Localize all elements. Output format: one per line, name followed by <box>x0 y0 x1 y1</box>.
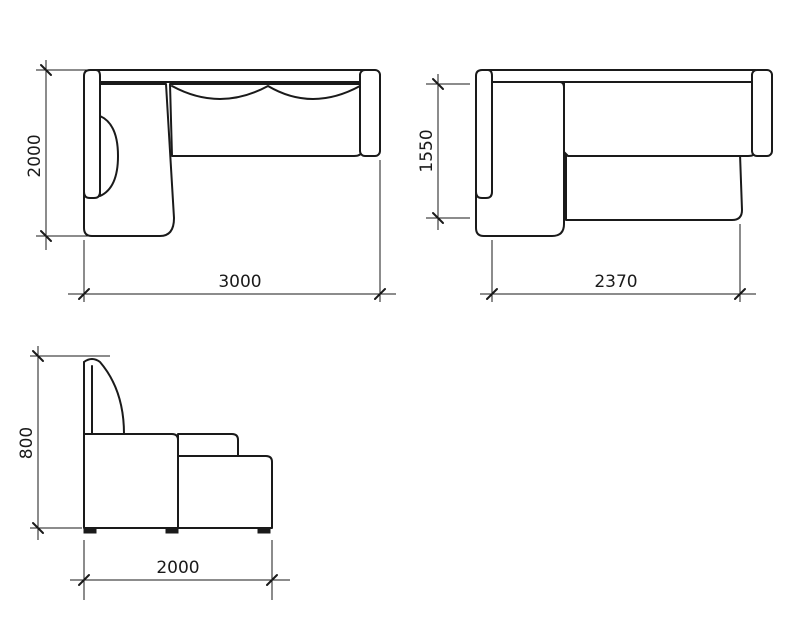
dimension-depth-side-2000: 2000 <box>70 540 290 600</box>
top-view-folded: 1550 2370 <box>417 69 773 302</box>
back-cushion-profile <box>83 358 125 435</box>
left-armrest <box>83 69 101 199</box>
main-seat-2 <box>563 81 757 157</box>
back-cushions <box>171 85 361 100</box>
back-rail-2 <box>483 69 757 83</box>
height-label: 800 <box>17 427 37 459</box>
top-view-unfolded: 2000 3000 <box>25 60 396 302</box>
dimension-width-2370: 2370 <box>480 224 756 302</box>
dimension-depth-1550: 1550 <box>417 74 470 230</box>
depth-label: 2000 <box>25 134 45 177</box>
foot-3 <box>257 527 271 534</box>
back-rail <box>91 69 373 83</box>
depth-label-2: 1550 <box>417 129 437 172</box>
left-armrest-2 <box>475 69 493 199</box>
dimension-height-800: 800 <box>17 346 110 540</box>
right-armrest <box>359 69 381 157</box>
seat-cushion-side <box>177 433 239 457</box>
dimension-depth-2000: 2000 <box>25 60 96 250</box>
width-label: 3000 <box>218 272 261 292</box>
width-label-2: 2370 <box>594 272 637 292</box>
side-view: 800 2000 <box>17 346 290 600</box>
dimension-width-3000: 3000 <box>68 160 396 302</box>
right-armrest-2 <box>751 69 773 157</box>
pullout-block <box>177 455 273 529</box>
foot-1 <box>83 527 97 534</box>
round-pillow <box>99 115 119 197</box>
depth-label-side: 2000 <box>156 558 199 578</box>
foot-2 <box>165 527 179 534</box>
main-seat <box>169 83 363 157</box>
pullout-platform <box>565 153 743 221</box>
body-block <box>83 433 179 529</box>
